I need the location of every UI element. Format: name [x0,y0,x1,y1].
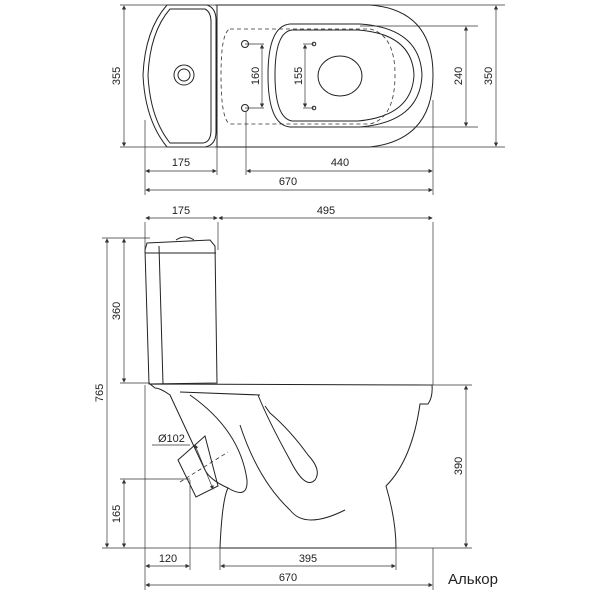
dim-160: 160 [250,67,262,85]
dim-360: 360 [111,302,123,320]
seat-outline [267,23,423,128]
top-view: 355 160 155 240 350 175 440 670 [111,4,505,195]
cistern-side [144,239,218,385]
dim-120: 120 [159,553,177,565]
lid-dashed [220,28,396,125]
dim-355: 355 [111,67,123,85]
bowl-side [148,383,433,549]
dim-diameter-102: Ø102 [158,433,185,445]
dim-175-top: 175 [172,157,190,169]
dim-395: 395 [299,553,317,565]
dim-440: 440 [331,157,349,169]
dim-240: 240 [453,67,465,85]
dim-495: 495 [317,205,335,217]
flush-button-icon [173,64,195,86]
cistern-top [142,4,217,148]
bowl-outline-top [215,4,434,148]
dim-390: 390 [453,457,465,475]
dim-350: 350 [483,67,495,85]
dim-670-side: 670 [279,572,297,584]
dim-670-top: 670 [279,176,297,188]
bowl-hole [317,55,363,97]
dim-155: 155 [293,67,305,85]
side-view: 175 495 765 360 390 165 Ø102 120 395 670 [94,205,472,590]
dim-765: 765 [94,384,106,402]
dim-175-side: 175 [172,205,190,217]
model-name: Алькор [448,571,498,588]
dim-165: 165 [111,505,123,523]
